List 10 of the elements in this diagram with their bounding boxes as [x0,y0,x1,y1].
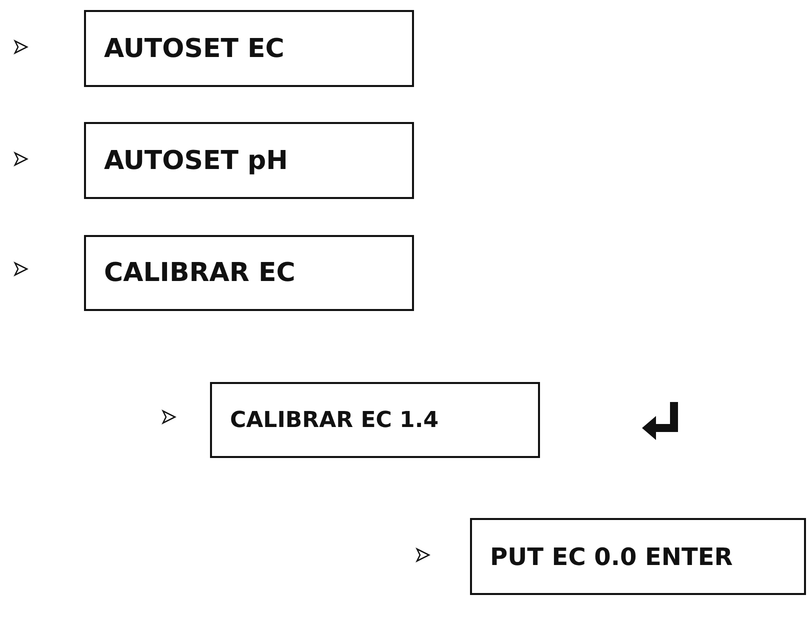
menu-label: CALIBRAR EC [103,258,296,288]
menu-label: CALIBRAR EC 1.4 [229,408,439,432]
menu-box [84,235,414,311]
menu-box [84,10,414,87]
menu-label: AUTOSET pH [103,146,288,176]
menu-label: AUTOSET EC [103,34,284,64]
menu-box [470,518,806,595]
menu-label: PUT EC 0.0 ENTER [489,542,733,570]
menu-box [84,122,414,199]
menu-box [210,382,540,458]
